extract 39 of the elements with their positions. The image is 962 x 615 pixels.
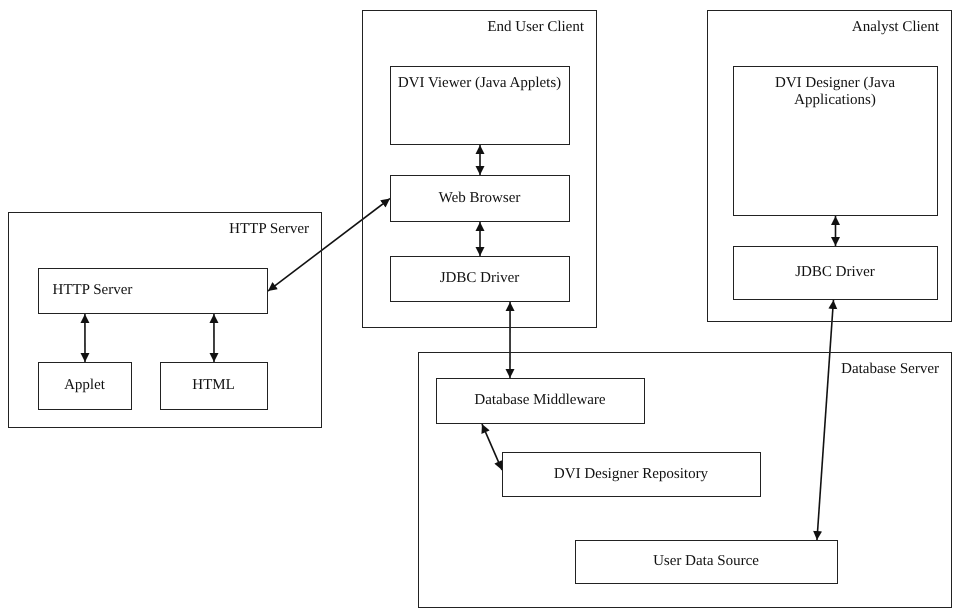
connector-arrow xyxy=(476,145,484,175)
connector-arrow xyxy=(813,300,838,540)
component-label: DVI Designer Repository xyxy=(554,466,708,482)
component-box xyxy=(502,452,760,496)
container-box xyxy=(8,212,322,428)
component-box xyxy=(390,66,570,144)
component-label: HTTP Server xyxy=(52,282,132,299)
connector-arrow xyxy=(831,216,840,246)
container-title: End User Client xyxy=(487,19,584,36)
component-label: Web Browser xyxy=(438,190,520,206)
component-label: DVI Viewer (Java Applets) xyxy=(398,74,562,92)
component-label: JDBC Driver xyxy=(795,264,875,281)
connector-arrow xyxy=(209,314,218,362)
component-label: DVI Designer (Java Applications) xyxy=(774,74,896,108)
component-box xyxy=(732,246,938,300)
component-label: Database Middleware xyxy=(474,392,606,409)
connector-arrow xyxy=(506,302,515,378)
component-box xyxy=(160,362,268,410)
component-label: Applet xyxy=(64,377,105,394)
container-box xyxy=(707,10,952,322)
container-title: Database Server xyxy=(841,361,939,378)
component-box xyxy=(38,362,132,410)
component-label: HTML xyxy=(192,377,235,394)
container-title: HTTP Server xyxy=(229,221,309,238)
component-label: User Data Source xyxy=(653,553,759,570)
component-box xyxy=(390,174,570,222)
connector-arrow xyxy=(80,314,90,362)
connector-arrow xyxy=(476,222,484,256)
component-label: JDBC Driver xyxy=(440,270,520,287)
component-box xyxy=(574,540,838,584)
connector-arrow xyxy=(268,198,390,292)
component-box xyxy=(436,378,644,424)
container-title: Analyst Client xyxy=(852,19,939,36)
container-box xyxy=(418,352,952,608)
connector-arrow xyxy=(481,424,503,470)
component-box xyxy=(390,256,570,302)
container-box xyxy=(362,10,597,328)
component-box xyxy=(732,66,938,216)
component-box xyxy=(38,268,268,314)
